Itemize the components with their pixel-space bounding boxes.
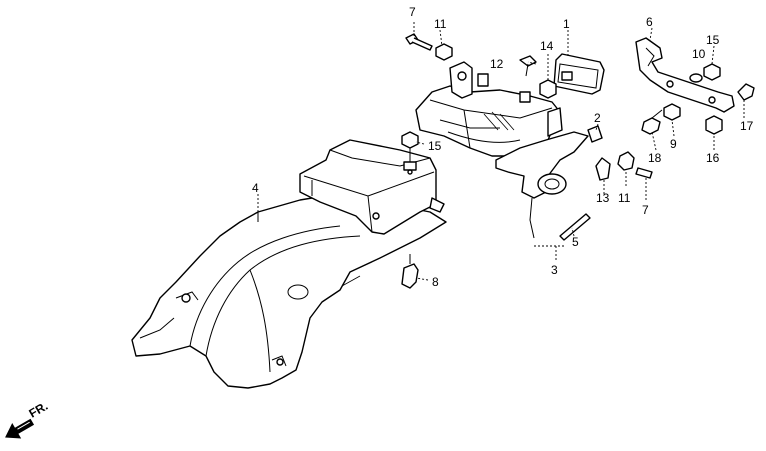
- reflector-plate: [553, 53, 605, 95]
- callout-labels: 7 11 1 6 15 10 12 14 2 17 9 18 16 15 11 …: [252, 5, 754, 289]
- nut-15-right: [703, 63, 721, 81]
- lower-tail-bracket: [495, 131, 589, 239]
- collar-2: [587, 125, 603, 143]
- callout-9: 9: [670, 137, 677, 151]
- license-bracket: [415, 61, 563, 157]
- grommet-13: [595, 157, 611, 181]
- screw-12: [519, 55, 537, 77]
- callout-12: 12: [490, 57, 504, 71]
- bolt-17: [737, 83, 755, 101]
- callout-17: 17: [740, 119, 754, 133]
- callout-16: 16: [706, 151, 720, 165]
- bolt-7-upper: [405, 33, 433, 51]
- pin-5: [559, 213, 591, 241]
- callout-7-lower: 7: [642, 203, 649, 217]
- nut-9: [663, 103, 681, 121]
- nut-16: [705, 115, 723, 135]
- nut-11-lower: [617, 151, 635, 171]
- rear-fender: [131, 194, 447, 389]
- callout-15-right: 15: [706, 33, 720, 47]
- bolt-7-lower: [635, 167, 653, 179]
- front-direction-label: FR.: [27, 399, 51, 421]
- fender-upper-box: [257, 139, 445, 235]
- callout-3: 3: [551, 263, 558, 277]
- callout-2: 2: [594, 111, 601, 125]
- callout-1: 1: [563, 17, 570, 31]
- callout-7-upper: 7: [409, 5, 416, 19]
- callout-4: 4: [252, 181, 259, 195]
- callout-10: 10: [692, 47, 706, 61]
- callout-5: 5: [572, 235, 579, 249]
- nut-11-upper: [435, 43, 453, 61]
- front-direction-arrow-icon: [5, 418, 35, 439]
- leader-lines: [257, 22, 745, 281]
- callout-11-lower: 11: [618, 191, 631, 205]
- callout-14: 14: [540, 39, 554, 53]
- side-bracket: [635, 37, 735, 113]
- washer-10: [689, 73, 703, 83]
- callout-18: 18: [648, 151, 662, 165]
- front-direction-indicator: FR.: [5, 399, 51, 439]
- callout-15-fender: 15: [428, 139, 442, 153]
- bolt-8: [401, 254, 419, 289]
- bolt-18: [641, 109, 663, 135]
- nut-14: [539, 79, 557, 99]
- callout-8: 8: [432, 275, 439, 289]
- callout-6: 6: [646, 15, 653, 29]
- bolt-15-fender: [401, 131, 419, 162]
- callout-13: 13: [596, 191, 610, 205]
- callout-11-upper: 11: [434, 17, 447, 31]
